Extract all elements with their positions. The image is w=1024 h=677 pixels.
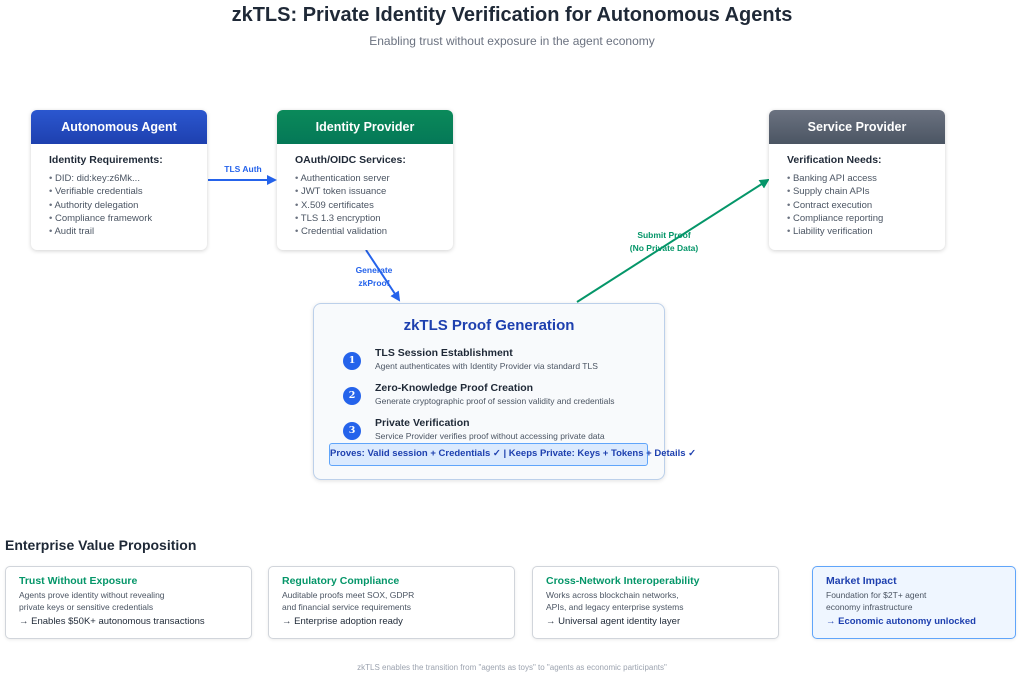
list-item: Audit trail [49, 225, 193, 238]
step-title: TLS Session Establishment [375, 347, 513, 359]
list-item: Banking API access [787, 172, 931, 185]
submit-label-line2: (No Private Data) [629, 243, 699, 253]
card-description-line: Agents prove identity without revealing [19, 590, 165, 600]
proves-summary-banner: Proves: Valid session + Credentials ✓ | … [329, 443, 697, 466]
generate-zkproof-arrow [365, 249, 401, 302]
list-item: DID: did:key:z6Mk... [49, 172, 193, 185]
step-number-badge: 2 [343, 387, 361, 405]
value-card-market-impact: Market Impact Foundation for $2T+ agent … [812, 566, 1016, 639]
step-title: Zero-Knowledge Proof Creation [375, 382, 534, 394]
list-item: Authentication server [295, 172, 439, 185]
step-description: Generate cryptographic proof of session … [375, 396, 615, 406]
card-outcome: → Enables $50K+ autonomous transactions [19, 616, 205, 627]
value-card-interoperability: Cross-Network Interoperability Works acr… [532, 566, 779, 639]
card-description-line: economy infrastructure [826, 601, 913, 612]
value-card-compliance: Regulatory Compliance Auditable proofs m… [268, 566, 515, 639]
card-title: Regulatory Compliance [282, 575, 400, 587]
sp-subtitle: Verification Needs: [787, 154, 882, 166]
list-item: Verifiable credentials [49, 185, 193, 198]
card-description: Agents prove identity without revealing … [19, 590, 229, 613]
list-item: Compliance framework [49, 212, 193, 225]
list-item: Authority delegation [49, 199, 193, 212]
submit-proof-label: Submit Proof (No Private Data) [614, 229, 714, 255]
enterprise-value-title: Enterprise Value Proposition [5, 537, 197, 553]
list-item: TLS 1.3 encryption [295, 212, 439, 225]
identity-provider-box: Identity Provider OAuth/OIDC Services: A… [277, 110, 453, 250]
card-description-line: Works across blockchain networks, [546, 590, 679, 600]
identity-provider-header: Identity Provider [277, 110, 453, 144]
card-description: Foundation for $2T+ agent economy infras… [826, 590, 1024, 613]
list-item: Supply chain APIs [787, 185, 931, 198]
idp-subtitle: OAuth/OIDC Services: [295, 154, 406, 166]
page-subtitle: Enabling trust without exposure in the a… [369, 34, 655, 48]
card-outcome: → Universal agent identity layer [546, 616, 681, 627]
card-description-line: Auditable proofs meet SOX, GDPR [282, 590, 415, 600]
card-description-line: Foundation for $2T+ agent [826, 590, 927, 600]
card-description-line: private keys or sensitive credentials [19, 601, 154, 612]
step-description: Service Provider verifies proof without … [375, 431, 605, 441]
page-title: zkTLS: Private Identity Verification for… [231, 4, 793, 26]
step-description: Agent authenticates with Identity Provid… [375, 361, 598, 371]
tls-auth-label: TLS Auth [224, 164, 262, 174]
list-item: Contract execution [787, 199, 931, 212]
list-item: X.509 certificates [295, 199, 439, 212]
proves-summary-text: Proves: Valid session + Credentials ✓ | … [330, 448, 697, 459]
list-item: Liability verification [787, 225, 931, 238]
autonomous-agent-box: Autonomous Agent Identity Requirements: … [31, 110, 207, 250]
list-item: Credential validation [295, 225, 439, 238]
generate-label-line2: zkProof [358, 278, 390, 288]
card-title: Cross-Network Interoperability [546, 575, 700, 587]
footer-note: zkTLS enables the transition from "agent… [357, 663, 667, 672]
generate-label-line1: Generate [355, 265, 393, 275]
zk-panel-title: zkTLS Proof Generation [403, 317, 575, 334]
submit-label-line1: Submit Proof [637, 230, 691, 240]
card-description-line: and financial service requirements [282, 601, 411, 612]
card-outcome: → Economic autonomy unlocked [826, 616, 976, 627]
card-description-line: APIs, and legacy enterprise systems [546, 601, 684, 612]
submit-proof-arrow [576, 178, 770, 303]
card-title: Trust Without Exposure [19, 575, 138, 587]
card-description: Works across blockchain networks, APIs, … [546, 590, 756, 613]
card-description: Auditable proofs meet SOX, GDPR and fina… [282, 590, 492, 613]
service-provider-box: Service Provider Verification Needs: Ban… [769, 110, 945, 250]
list-item: Compliance reporting [787, 212, 931, 225]
agent-subtitle: Identity Requirements: [49, 154, 163, 166]
autonomous-agent-header: Autonomous Agent [31, 110, 207, 144]
step-number-badge: 1 [343, 352, 361, 370]
step-title: Private Verification [375, 417, 470, 429]
service-provider-header: Service Provider [769, 110, 945, 144]
card-title: Market Impact [826, 575, 897, 587]
card-outcome: → Enterprise adoption ready [282, 616, 403, 627]
generate-zkproof-label: Generate zkProof [344, 264, 404, 290]
value-card-trust: Trust Without Exposure Agents prove iden… [5, 566, 252, 639]
step-number-badge: 3 [343, 422, 361, 440]
list-item: JWT token issuance [295, 185, 439, 198]
